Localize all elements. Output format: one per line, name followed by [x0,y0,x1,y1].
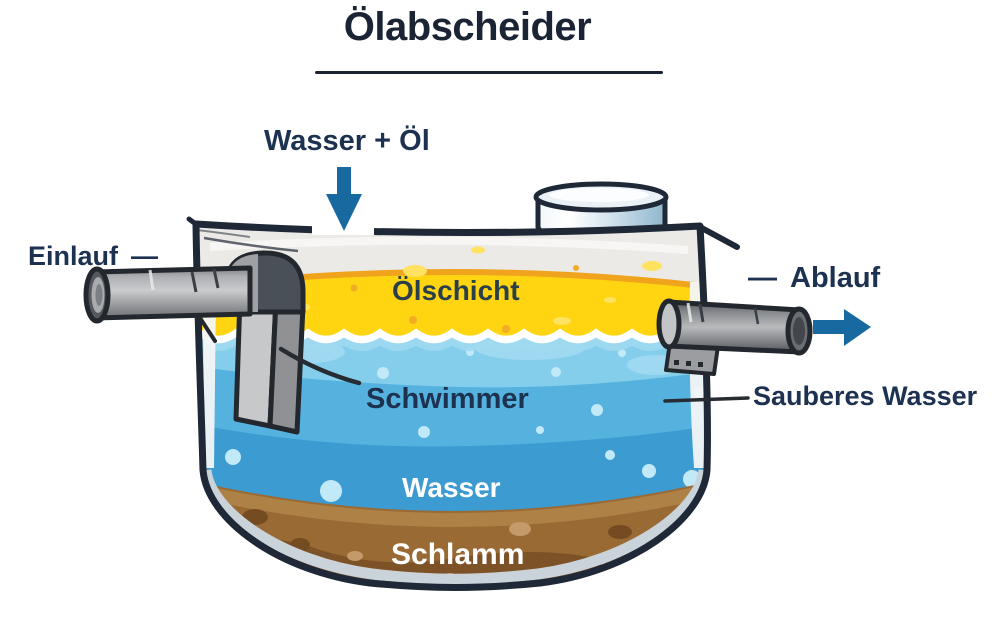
sludge-top-band [198,484,708,527]
label-oil-layer: Ölschicht [392,275,520,306]
pipe-highlight [148,269,155,291]
outlet-mark [698,303,705,323]
lid-highlight [549,188,649,202]
outlet-pipe-assembly [656,298,813,376]
oil-spots [294,246,689,333]
inlet-text: Einlauf [28,241,119,271]
outlet-dash: — [748,262,777,294]
label-water-layer: Wasser [402,472,501,503]
tank-outline [192,220,711,591]
inlet-pipe [91,265,253,321]
rim-flare-right [695,223,740,250]
inlet-pipe-cap [83,266,111,324]
label-float: Schwimmer [366,383,529,415]
pipe-mark [190,271,198,293]
label-sludge-layer: Schlamm [391,538,525,571]
outlet-mark-2 [753,307,760,325]
float-pointer-line [278,346,362,386]
title-underline [315,71,663,74]
rim-flare-left [186,216,200,228]
outlet-highlight [686,302,693,323]
diagram-title: Ölabscheider [343,5,592,49]
oil-layer [199,271,704,338]
label-inlet: Einlauf — [28,241,159,271]
label-inflow: Wasser + Öl [264,125,430,157]
outlet-text: Ablauf [790,262,881,294]
outlet-pipe-inner-cap [656,298,682,350]
inflow-arrow-icon [326,167,362,231]
rim-crease [203,236,299,253]
outflow-arrow-icon [813,309,871,346]
label-clean-water: Sauberes Wasser [753,381,978,411]
bottom-inner-rim [200,469,708,585]
inlet-wall-crease [198,316,217,343]
inlet-pipe-assembly [83,250,306,435]
clean-water-pointer-line [663,396,750,403]
rim-crease-2 [196,229,251,238]
headspace-highlight [210,236,688,254]
inlet-dash: — [131,241,159,271]
pipe-mark-2 [212,268,220,289]
outlet-pipe-opening [785,306,813,356]
label-outlet: — Ablauf [748,262,881,294]
